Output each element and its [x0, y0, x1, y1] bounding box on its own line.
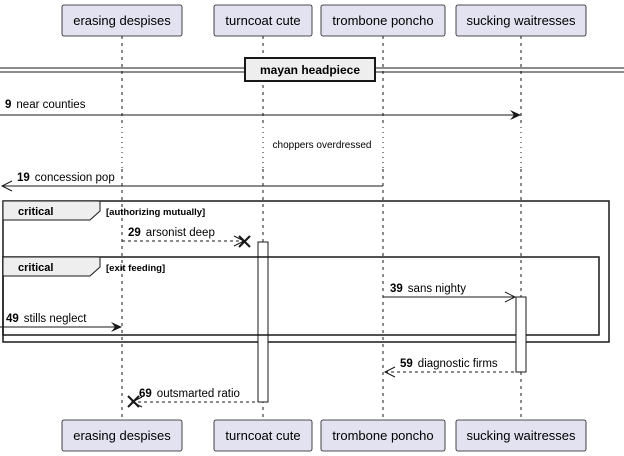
message-number: 69: [139, 388, 152, 400]
fragment-keyword: critical: [18, 262, 53, 274]
participant-label: erasing despises: [73, 428, 171, 443]
fragment-keyword: critical: [18, 206, 53, 218]
message-label: outsmarted ratio: [157, 388, 240, 400]
message-label: concession pop: [35, 172, 115, 184]
activation-turncoat-cute: [257, 241, 269, 403]
message-number: 59: [400, 358, 413, 370]
message-49[interactable]: 49 stills neglect: [0, 313, 122, 332]
participant-label: trombone poncho: [332, 13, 433, 28]
participant-label: trombone poncho: [332, 428, 433, 443]
delay: choppers overdressed: [120, 122, 523, 168]
participant-trombone-poncho-bottom[interactable]: trombone poncho: [320, 419, 446, 452]
message-39[interactable]: 39 sans nighty: [383, 283, 517, 303]
participant-erasing-despises-top[interactable]: erasing despises: [61, 4, 183, 37]
message-number: 49: [6, 313, 19, 325]
fragment-condition: [exit feeding]: [106, 263, 165, 274]
participant-turncoat-cute-top[interactable]: turncoat cute: [213, 4, 313, 37]
message-label: diagnostic firms: [418, 358, 498, 370]
participant-erasing-despises-bottom[interactable]: erasing despises: [61, 419, 183, 452]
participant-label: turncoat cute: [225, 428, 300, 443]
destroy-icon: [238, 235, 251, 248]
message-9[interactable]: 9 near counties: [0, 99, 521, 120]
participant-turncoat-cute-bottom[interactable]: turncoat cute: [213, 419, 313, 452]
participant-trombone-poncho-top[interactable]: trombone poncho: [320, 4, 446, 37]
message-label: sans nighty: [408, 283, 466, 295]
participant-label: sucking waitresses: [466, 428, 576, 443]
message-69[interactable]: 69 outsmarted ratio: [127, 388, 258, 408]
message-number: 39: [390, 283, 403, 295]
participant-sucking-waitresses-top[interactable]: sucking waitresses: [455, 4, 587, 37]
message-label: stills neglect: [24, 313, 87, 325]
message-number: 19: [17, 172, 30, 184]
participant-label: erasing despises: [73, 13, 171, 28]
destroy-icon: [127, 395, 140, 408]
message-number: 29: [128, 227, 141, 239]
divider: mayan headpiece: [0, 57, 624, 82]
message-number: 9: [5, 99, 11, 111]
activation-sucking-waitresses: [515, 296, 527, 373]
participant-label: sucking waitresses: [466, 13, 576, 28]
lifelines: [121, 36, 522, 420]
message-29[interactable]: 29 arsonist deep: [122, 227, 251, 248]
message-19[interactable]: 19 concession pop: [0, 172, 383, 192]
message-label: near counties: [16, 99, 85, 111]
fragment-condition: [authorizing mutually]: [106, 207, 205, 218]
delay-label: choppers overdressed: [273, 140, 372, 151]
participant-sucking-waitresses-bottom[interactable]: sucking waitresses: [455, 419, 587, 452]
participant-label: turncoat cute: [225, 13, 300, 28]
message-59[interactable]: 59 diagnostic firms: [383, 358, 516, 378]
message-label: arsonist deep: [146, 227, 215, 239]
divider-label: mayan headpiece: [260, 63, 360, 77]
fragment-critical-inner: critical [exit feeding]: [2, 256, 600, 336]
